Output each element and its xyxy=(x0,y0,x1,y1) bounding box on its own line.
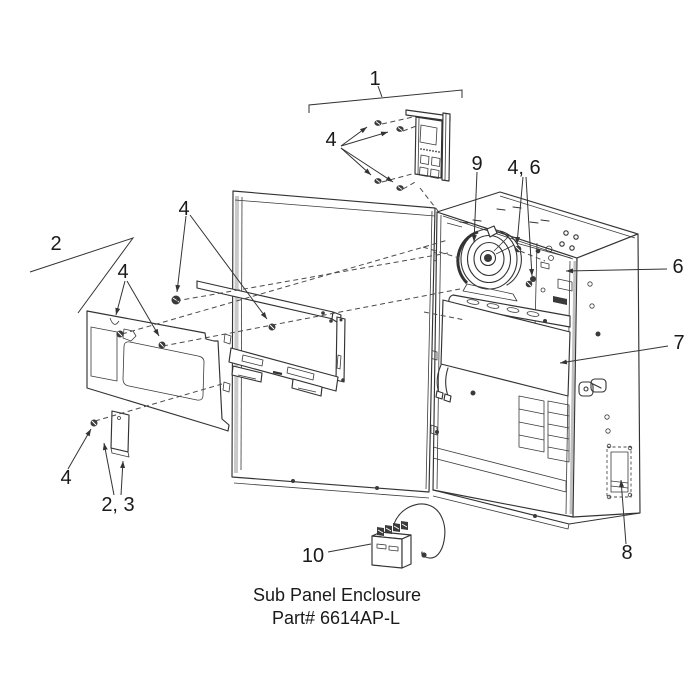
callout-4-door: 4 xyxy=(178,198,189,220)
leader-9 xyxy=(471,171,478,243)
door-edge-shade xyxy=(234,195,239,474)
leader-4-door xyxy=(175,214,268,320)
enclosure-box xyxy=(428,191,641,530)
terminal-posts xyxy=(377,521,408,536)
right-face-holes xyxy=(587,281,611,434)
caption: Sub Panel Enclosure Part# 6614AP-L xyxy=(253,585,421,628)
enclosure-right-face xyxy=(572,233,641,518)
bottom-band xyxy=(432,390,567,518)
leader-8 xyxy=(619,479,627,545)
callout-numbers: 1 4 4 2 4 9 4, 6 6 7 8 4 2, 3 10 xyxy=(50,68,684,567)
bracket-screw xyxy=(171,295,276,331)
plate-screw xyxy=(158,341,166,349)
leader-1 xyxy=(308,85,463,113)
door-mounting-bracket xyxy=(171,280,346,397)
terminal-block xyxy=(371,503,446,569)
keypad-led-row xyxy=(420,148,440,153)
interior-wires xyxy=(435,364,452,403)
interior-screws xyxy=(514,245,533,288)
keypad-display xyxy=(419,124,438,146)
enclosure-interior xyxy=(432,222,573,518)
leader-2-3 xyxy=(102,442,126,496)
callout-10: 10 xyxy=(302,545,324,567)
small-plate xyxy=(110,410,130,458)
callout-4-6: 4, 6 xyxy=(507,157,540,179)
caption-title: Sub Panel Enclosure xyxy=(253,585,421,605)
callout-9: 9 xyxy=(471,153,482,175)
callout-4-bottom: 4 xyxy=(60,467,71,489)
leader-6 xyxy=(565,268,668,274)
keypad-buttons xyxy=(419,154,441,179)
callout-leaders xyxy=(29,85,669,553)
dead-front-panel xyxy=(440,299,571,397)
callout-4-keypad: 4 xyxy=(325,129,336,151)
top-face-holes xyxy=(459,206,579,254)
opening-edge-shade xyxy=(569,260,577,515)
callout-7: 7 xyxy=(673,332,684,354)
trim-plate xyxy=(86,310,230,432)
caption-part-number: Part# 6614AP-L xyxy=(272,608,400,628)
keypad-screws xyxy=(374,120,404,191)
leader-10 xyxy=(327,543,372,553)
leader-2 xyxy=(29,237,135,314)
projection-lines xyxy=(94,116,546,422)
callout-2-3: 2, 3 xyxy=(101,494,134,516)
breaker-knockout-grids xyxy=(518,395,570,463)
transformer-coil xyxy=(456,225,522,302)
leader-7 xyxy=(559,345,669,365)
keypad xyxy=(374,109,451,191)
plate-clip xyxy=(116,328,137,342)
callout-8: 8 xyxy=(621,542,632,564)
latch xyxy=(578,378,607,397)
leader-4-plate xyxy=(115,280,160,337)
leader-4-bottom xyxy=(67,428,92,470)
callout-4-plate: 4 xyxy=(117,261,128,283)
door-panel xyxy=(171,190,436,499)
callout-6: 6 xyxy=(672,256,683,278)
callout-2: 2 xyxy=(50,233,61,255)
callout-1: 1 xyxy=(369,68,380,90)
leader-4-keypad xyxy=(340,126,394,183)
leader-4-6 xyxy=(515,176,535,277)
